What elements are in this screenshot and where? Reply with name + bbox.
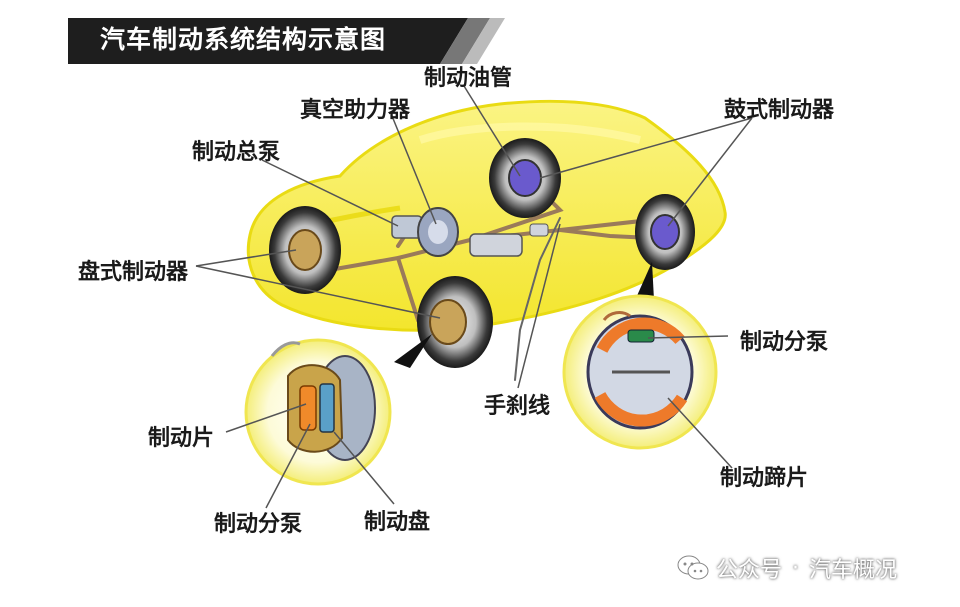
label-wheel-cylinder-right: 制动分泵 (740, 330, 829, 355)
label-disc-brake: 盘式制动器 (78, 260, 189, 285)
watermark-separator: · (792, 555, 800, 581)
label-wheel-cylinder-left: 制动分泵 (214, 512, 303, 537)
detail-pointer-left (394, 334, 432, 368)
wheel-front-right (417, 276, 493, 368)
car-body (246, 99, 727, 332)
wechat-icon (677, 555, 709, 580)
label-drum-brake: 鼓式制动器 (724, 98, 835, 123)
diagram-title: 汽车制动系统结构示意图 (100, 25, 387, 54)
label-brake-pipe: 制动油管 (424, 66, 513, 91)
label-master-cylinder: 制动总泵 (192, 140, 281, 165)
label-brake-disc: 制动盘 (364, 510, 431, 535)
label-brake-shoe: 制动蹄片 (720, 466, 809, 491)
label-brake-pad: 制动片 (148, 426, 215, 451)
wheel-front-left (269, 206, 341, 294)
watermark-name: 汽车概况 (809, 558, 898, 583)
disc-brake-detail (244, 338, 392, 486)
watermark: 公众号 · 汽车概况 (676, 550, 897, 586)
label-vacuum-booster: 真空助力器 (300, 98, 411, 123)
title-bar (68, 18, 505, 64)
detail-pointer-right (636, 262, 654, 300)
master-cylinder-booster (391, 207, 549, 257)
watermark-account: 公众号 (716, 558, 783, 583)
wheel-rear-right (635, 194, 695, 270)
wheel-rear-left (489, 138, 561, 218)
leader-lines (195, 85, 753, 509)
label-handbrake-cable: 手刹线 (484, 394, 551, 419)
